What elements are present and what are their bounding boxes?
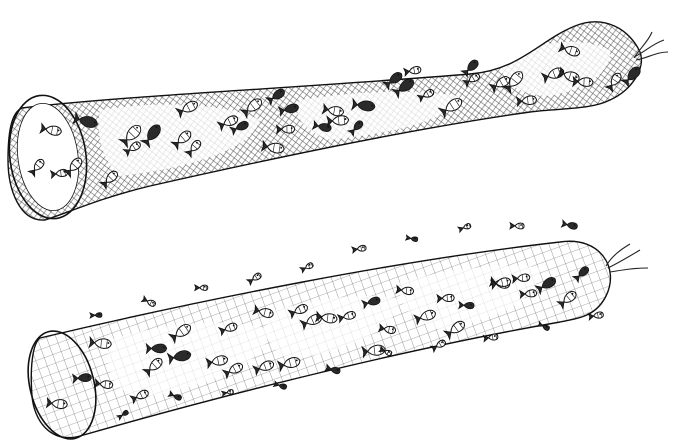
tapered-net [0, 0, 692, 240]
fish [141, 296, 156, 307]
see-through-area [297, 92, 460, 140]
fish [561, 220, 578, 230]
fish [352, 245, 367, 253]
fish [404, 66, 422, 76]
cylindrical-net [0, 200, 692, 444]
fish [458, 223, 472, 232]
fish [247, 272, 262, 285]
fish [195, 285, 208, 291]
fish [300, 262, 314, 273]
fish [406, 235, 418, 242]
fish [90, 312, 102, 318]
fish [510, 223, 524, 229]
cylindrical-net-rope [606, 244, 648, 272]
